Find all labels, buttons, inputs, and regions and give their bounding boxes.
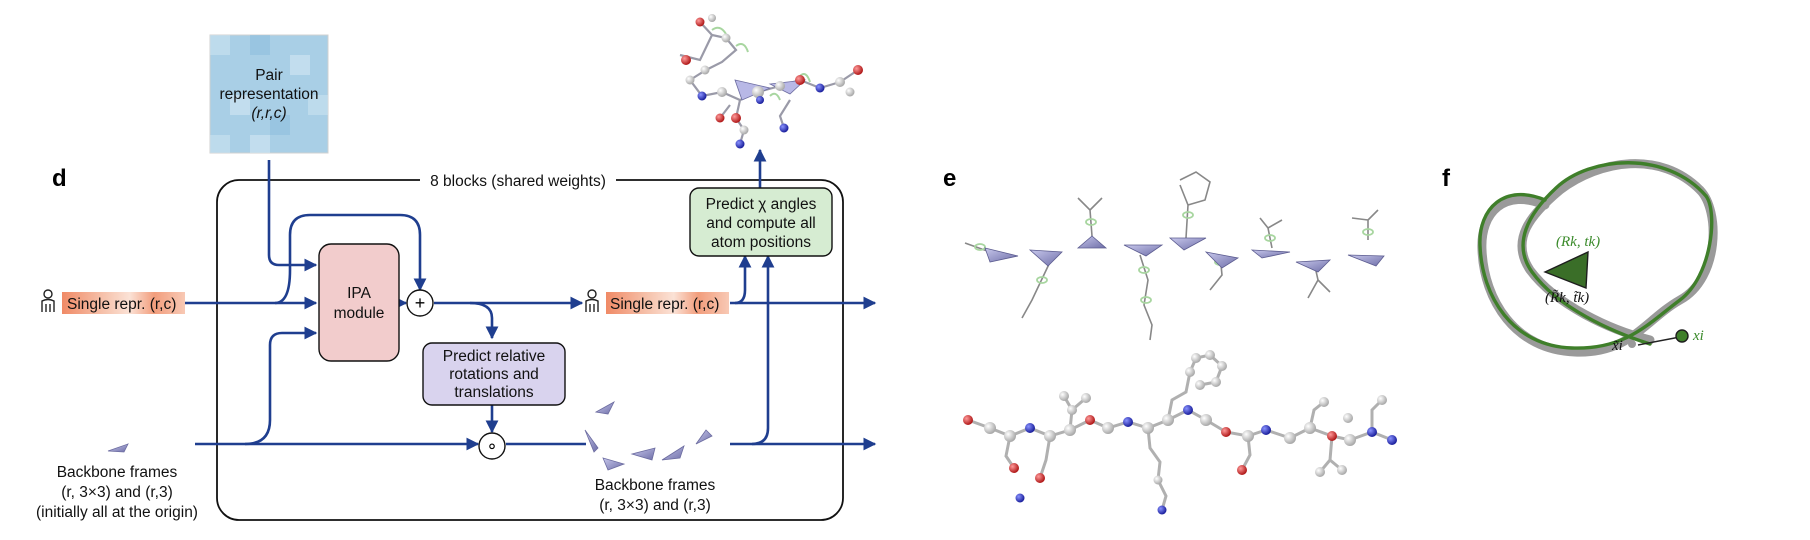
single-repr-in-label: Single repr. (r,c) <box>67 296 176 313</box>
ball-and-stick-chain <box>963 350 1397 515</box>
blocks-label: 8 blocks (shared weights) <box>430 173 606 190</box>
bb-out-line2: (r, 3×3) and (r,3) <box>599 497 711 514</box>
displacement-line <box>1637 336 1681 346</box>
predict-chi-line1: Predict χ angles <box>706 196 817 213</box>
backbone-frames-input: Backbone frames (r, 3×3) and (r,3) (init… <box>36 443 198 521</box>
predicted-structure-image <box>679 14 863 149</box>
compose-symbol: ∘ <box>486 436 497 457</box>
single-repr-input: Single repr. (r,c) <box>41 289 185 314</box>
ipa-line1: IPA <box>347 285 371 302</box>
bb-in-line2: (r, 3×3) and (r,3) <box>61 484 173 501</box>
frame-pred-label: (R̃k, t̃k) <box>1545 290 1589 306</box>
single-repr-output: Single repr. (r,c) <box>585 289 729 314</box>
predict-rel-line2: rotations and <box>449 366 539 383</box>
pair-representation-box: Pair representation (r,r,c) <box>209 34 329 154</box>
panel-f: f (Rk, tk) (R̃k, t̃k) xi x̃i <box>1442 159 1718 357</box>
pair-box-line2: representation <box>219 86 318 103</box>
plus-symbol: + <box>415 293 426 313</box>
person-icon <box>41 289 55 312</box>
bb-in-line1: Backbone frames <box>57 464 178 481</box>
panel-letter-f: f <box>1442 165 1451 192</box>
atom-true-marker <box>1675 329 1689 343</box>
single-repr-out-label: Single repr. (r,c) <box>610 296 719 313</box>
pair-box-line3: (r,r,c) <box>251 105 286 122</box>
ipa-module-box: IPA module <box>318 243 400 362</box>
predict-rel-line3: translations <box>454 384 534 401</box>
side-chain-frames-row <box>964 171 1385 341</box>
predict-relative-box: Predict relative rotations and translati… <box>422 342 566 406</box>
frame-triangles <box>584 401 713 471</box>
frame-triangle-icon <box>107 443 129 453</box>
panel-letter-e: e <box>943 165 956 192</box>
backbone-curves <box>1477 159 1718 357</box>
frame-triangle-icon <box>1543 250 1589 290</box>
ipa-line2: module <box>334 305 385 322</box>
backbone-frames-output: Backbone frames (r, 3×3) and (r,3) <box>584 401 716 514</box>
predict-rel-line1: Predict relative <box>443 348 546 365</box>
compose-operator: ∘ <box>478 432 506 460</box>
atom-pred-marker <box>1628 340 1636 348</box>
predict-chi-line2: and compute all <box>706 215 815 232</box>
bb-in-line3: (initially all at the origin) <box>36 504 198 521</box>
predict-chi-box: Predict χ angles and compute all atom po… <box>689 187 833 257</box>
panel-e: e <box>943 165 1397 515</box>
flow-arrows <box>185 148 877 451</box>
atom-true-label: xi <box>1692 328 1704 344</box>
panel-letter-d: d <box>52 165 67 192</box>
frame-true-label: (Rk, tk) <box>1556 234 1600 250</box>
predict-chi-line3: atom positions <box>711 234 811 251</box>
pair-box-line1: Pair <box>255 67 283 84</box>
person-icon <box>585 289 599 312</box>
panel-d: d 8 blocks (shared weights) Pair represe… <box>36 14 877 521</box>
add-operator: + <box>406 289 434 317</box>
bb-out-line1: Backbone frames <box>595 477 716 494</box>
atom-pred-label: x̃i <box>1611 338 1623 354</box>
